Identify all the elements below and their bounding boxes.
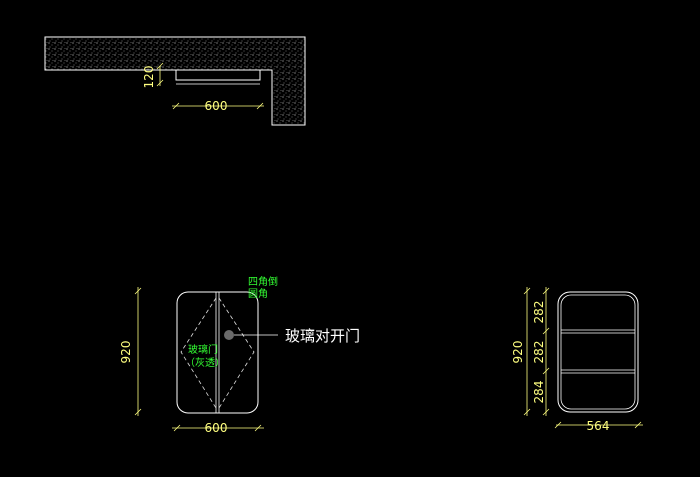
dim-tick-plan-width-left (172, 102, 180, 110)
dim-tick-seg-top (542, 287, 550, 295)
right-door-swing-indicator (218, 297, 255, 409)
plan-view: 120 600 (44, 36, 306, 126)
dim-tick-depth-top (156, 62, 164, 70)
dim-tick-side-width-right (634, 421, 642, 429)
dim-tick-front-height-top (134, 287, 142, 295)
note-rounded-corners-line2: 圆角 (248, 288, 268, 300)
dim-label-side-height: 920 (511, 341, 525, 364)
dim-label-depth: 120 (142, 66, 156, 89)
callout-glass-double-door: 玻璃对开门 (285, 327, 360, 345)
countertop-section (44, 36, 306, 126)
note-glass-door-line1: 玻璃门 (188, 343, 218, 356)
cabinet-recess (175, 69, 261, 81)
note-glass-door-line2: （灰透） (185, 356, 225, 369)
dim-label-side-mid: 282 (532, 341, 546, 364)
dim-tick-front-height-bottom (134, 408, 142, 416)
cabinet-front-outline (176, 291, 259, 414)
dim-tick-side-height-top (523, 287, 531, 295)
left-door-swing-indicator (180, 297, 217, 409)
dim-tick-front-width-right (254, 424, 262, 432)
dim-label-front-width: 600 (205, 421, 228, 435)
dim-tick-side-height-bottom (523, 408, 531, 416)
dim-tick-front-width-left (173, 424, 181, 432)
dim-tick-plan-width-right (256, 102, 264, 110)
dim-tick-seg-bottom (542, 408, 550, 416)
dim-tick-seg-2 (542, 367, 550, 375)
dim-label-side-bottom: 284 (532, 381, 546, 404)
shelf-cabinet-inner (560, 294, 636, 410)
dim-label-side-width: 564 (587, 419, 610, 433)
dim-label-front-height: 920 (119, 341, 133, 364)
front-view: 玻璃对开门 四角倒 圆角 玻璃门 （灰透） 920 600 (119, 276, 360, 435)
shelf-cabinet-outer (557, 291, 639, 413)
dim-tick-seg-1 (542, 327, 550, 335)
dim-label-side-top: 282 (532, 301, 546, 324)
dim-label-plan-width: 600 (205, 99, 228, 113)
dim-tick-depth-bottom (156, 79, 164, 87)
dim-tick-side-width-left (554, 421, 562, 429)
door-knob-icon (224, 330, 234, 340)
side-view: 920 282 282 284 564 (511, 287, 643, 433)
note-rounded-corners-line1: 四角倒 (248, 276, 278, 288)
